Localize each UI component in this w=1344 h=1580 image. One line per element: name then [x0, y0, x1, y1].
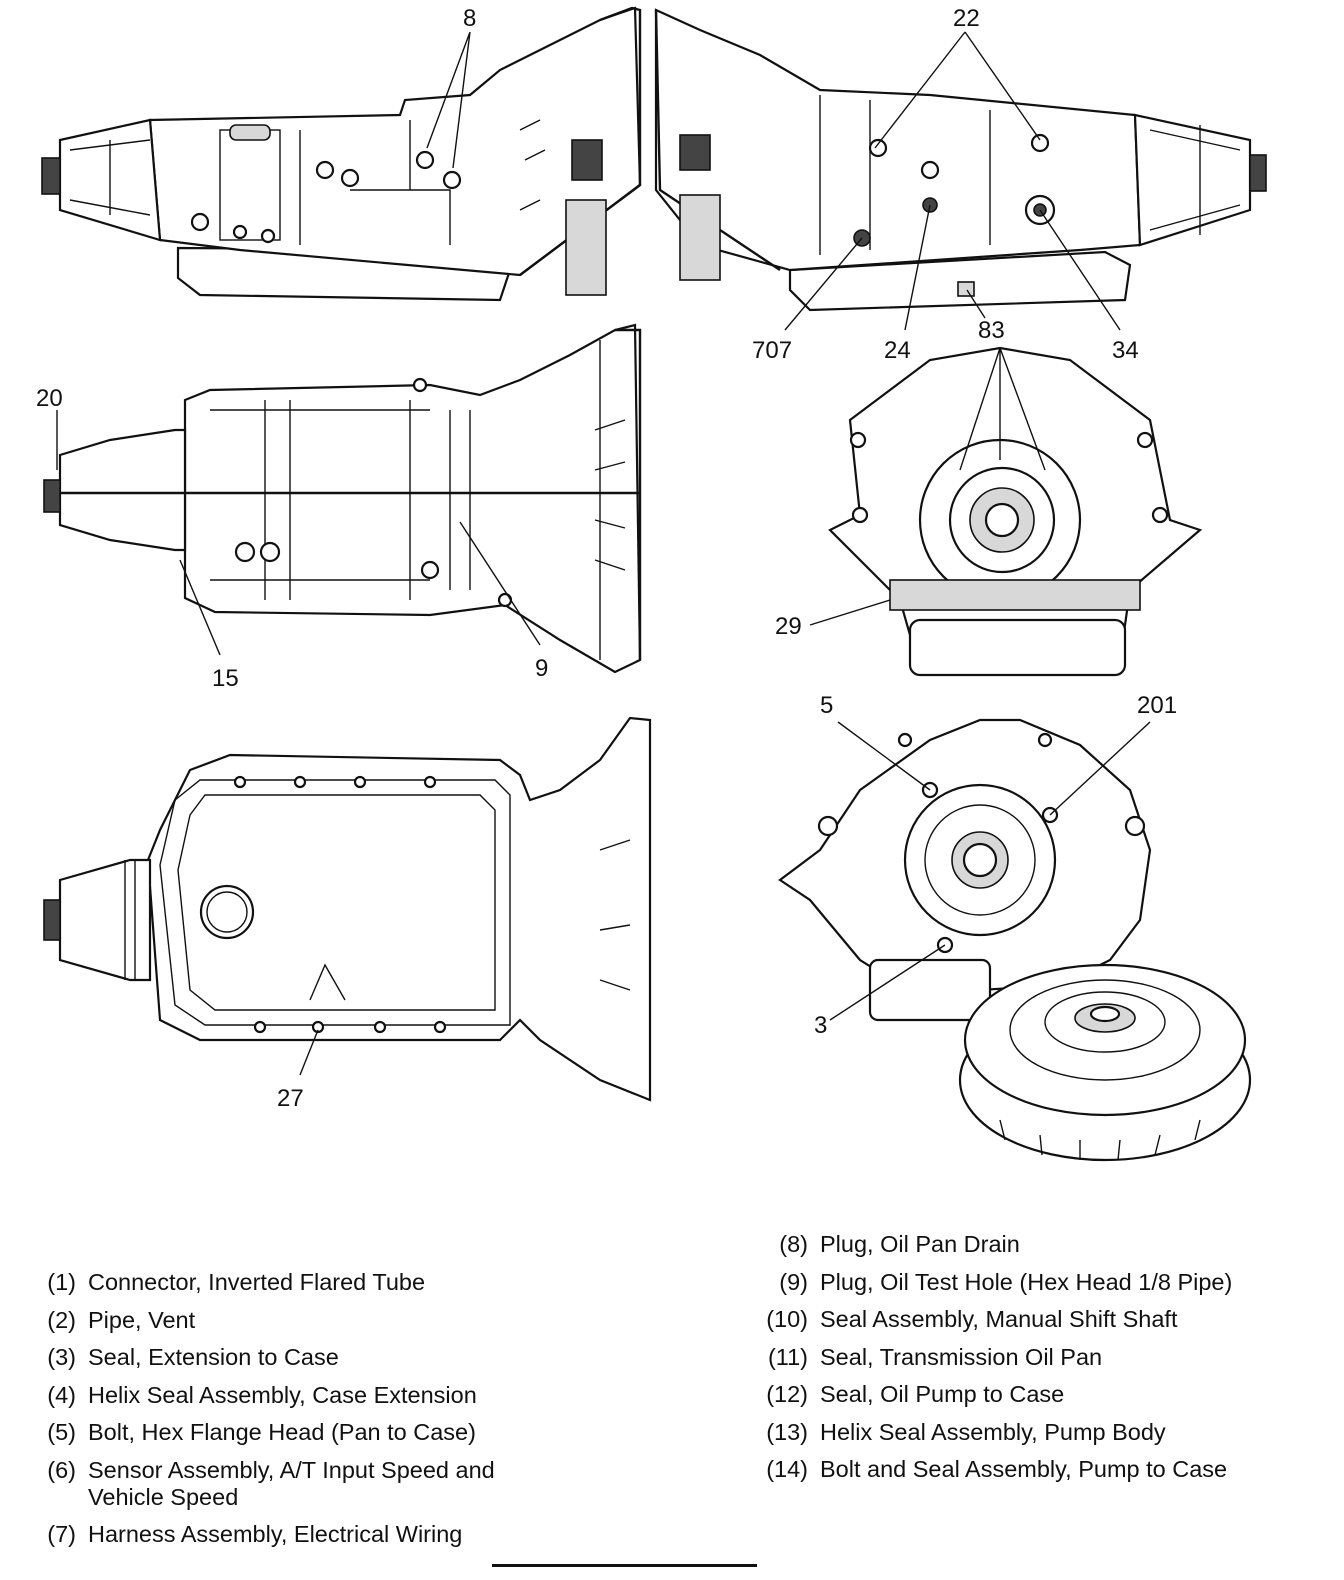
legend-item: (4) Helix Seal Assembly, Case Extension	[40, 1377, 495, 1415]
callout-9: 9	[535, 655, 548, 682]
top-view	[43, 323, 642, 674]
legend-item: (11) Seal, Transmission Oil Pan	[752, 1339, 1232, 1377]
legend-number: (1)	[47, 1269, 76, 1295]
pump-view	[778, 718, 1252, 1162]
callout-24: 24	[884, 337, 911, 364]
legend-item: (10) Seal Assembly, Manual Shift Shaft	[752, 1301, 1232, 1339]
legend-item: (9) Plug, Oil Test Hole (Hex Head 1/8 Pip…	[752, 1264, 1232, 1302]
legend-left: (1) Connector, Inverted Flared Tube (2) Pi…	[40, 1264, 495, 1554]
legend-number: (12)	[766, 1381, 808, 1407]
callout-83: 83	[978, 317, 1005, 344]
callout-27: 27	[277, 1085, 304, 1112]
legend-item: (12) Seal, Oil Pump to Case	[752, 1376, 1232, 1414]
callout-29: 29	[775, 613, 802, 640]
bottom-view	[43, 716, 652, 1102]
right-side-view	[654, 8, 1267, 331]
legend-number: (11)	[767, 1343, 808, 1370]
legend-number: (14)	[766, 1456, 808, 1482]
callout-15: 15	[212, 665, 239, 692]
legend-text-line2: Vehicle Speed	[88, 1483, 239, 1510]
legend-item: (13) Helix Seal Assembly, Pump Body	[752, 1414, 1232, 1452]
legend-right: (8) Plug, Oil Pan Drain (9) Plug, Oil Test…	[752, 1226, 1232, 1489]
callout-22: 22	[953, 5, 980, 32]
legend-number: (3)	[47, 1344, 76, 1370]
legend-text: Plug, Oil Test Hole (Hex Head 1/8 Pipe)	[820, 1268, 1233, 1295]
legend-text: Harness Assembly, Electrical Wiring	[88, 1520, 463, 1547]
legend-number: (2)	[47, 1306, 76, 1333]
legend-item: (14) Bolt and Seal Assembly, Pump to Case	[752, 1451, 1232, 1489]
legend-text: Seal Assembly, Manual Shift Shaft	[820, 1306, 1178, 1332]
left-side-view	[41, 6, 642, 302]
legend-text: Helix Seal Assembly, Pump Body	[820, 1418, 1166, 1445]
legend-text: Helix Seal Assembly, Case Extension	[88, 1381, 477, 1408]
legend-text: Pipe, Vent	[88, 1306, 196, 1333]
front-view	[809, 346, 1203, 677]
bottom-rule	[492, 1564, 757, 1567]
legend-number: (13)	[766, 1418, 808, 1445]
callout-201: 201	[1137, 692, 1177, 719]
legend-number: (6)	[47, 1456, 76, 1483]
legend-text: Seal, Extension to Case	[88, 1344, 339, 1370]
callout-8: 8	[463, 5, 476, 32]
legend-number: (10)	[766, 1306, 808, 1332]
callout-5: 5	[820, 692, 833, 719]
legend-text: Bolt, Hex Flange Head (Pan to Case)	[88, 1419, 476, 1445]
legend-number: (7)	[47, 1520, 76, 1547]
legend-text-line1: Sensor Assembly, A/T Input Speed and	[88, 1456, 495, 1483]
legend-item: (1) Connector, Inverted Flared Tube	[40, 1264, 495, 1302]
legend-item: (2) Pipe, Vent	[40, 1302, 495, 1340]
transmission-diagram: 8 22 707 24 83 34 20 15 9 29 5 201 3 27	[36, 5, 1267, 1162]
legend-item: (7) Harness Assembly, Electrical Wiring	[40, 1516, 495, 1554]
legend-item: (3) Seal, Extension to Case	[40, 1339, 495, 1377]
legend-text: Connector, Inverted Flared Tube	[88, 1269, 426, 1295]
legend-item: (5) Bolt, Hex Flange Head (Pan to Case)	[40, 1414, 495, 1452]
callout-20: 20	[36, 385, 63, 412]
legend-number: (4)	[47, 1381, 76, 1408]
legend-item: (8) Plug, Oil Pan Drain	[752, 1226, 1232, 1264]
legend-number: (5)	[47, 1419, 76, 1445]
legend-number: (8)	[779, 1231, 808, 1257]
callout-707: 707	[752, 337, 792, 364]
callout-34: 34	[1112, 337, 1139, 364]
legend-text: Seal, Transmission Oil Pan	[820, 1343, 1103, 1370]
legend-text: Plug, Oil Pan Drain	[820, 1231, 1020, 1257]
legend-text: Bolt and Seal Assembly, Pump to Case	[820, 1456, 1228, 1482]
legend-text: Seal, Oil Pump to Case	[820, 1381, 1065, 1407]
callout-3: 3	[814, 1012, 827, 1039]
legend-number: (9)	[779, 1268, 808, 1295]
